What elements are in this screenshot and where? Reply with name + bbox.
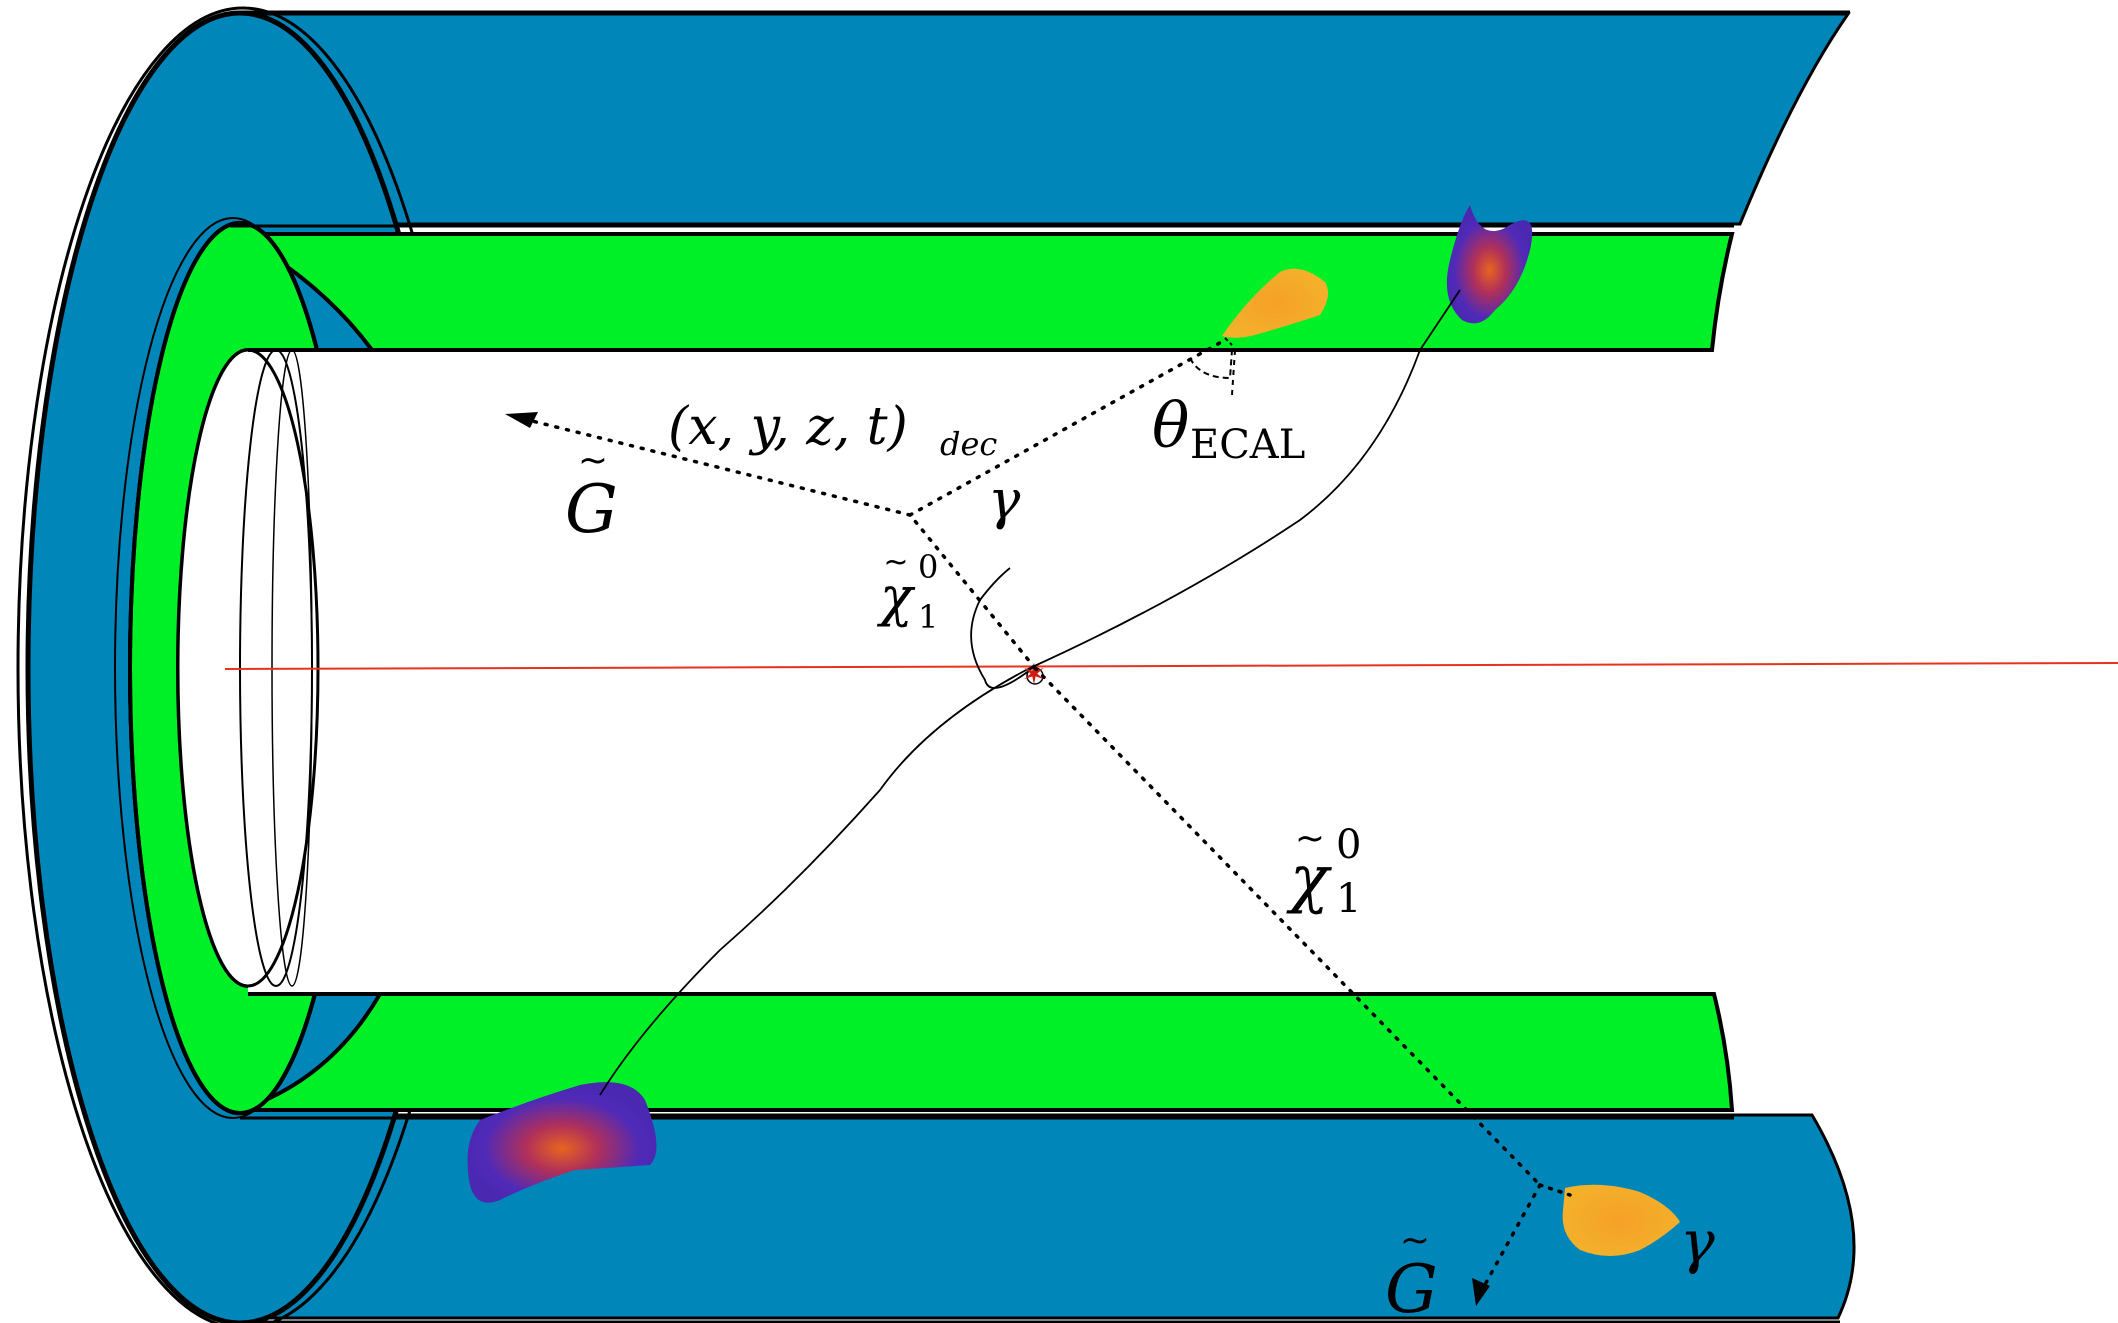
gravitino-label-lower: G ~ xyxy=(1385,1220,1438,1323)
gravitino-label-text: G xyxy=(565,471,618,548)
neutralino-upper-subscript: 1 xyxy=(918,598,938,636)
neutralino-upper-superscript: 0 xyxy=(918,548,938,586)
charged-track-upper xyxy=(1029,289,1461,669)
theta-ecal-label: θ ECAL xyxy=(1152,389,1305,468)
gravitino-upper-arrow xyxy=(505,412,538,428)
ecal-lower-band xyxy=(239,992,1735,1112)
photon-upper-path xyxy=(908,338,1227,517)
hcal-upper-band xyxy=(236,12,1851,226)
beam-axis xyxy=(224,662,2118,670)
theta-symbol: θ xyxy=(1152,389,1189,462)
tilde-icon: ~ xyxy=(578,440,608,481)
neutralino-upper-path xyxy=(908,513,1037,670)
neutralino-label-lower: χ ~ 0 1 xyxy=(1286,818,1361,922)
hadronic-deposit-lower xyxy=(467,1082,657,1203)
tilde-icon: ~ xyxy=(883,545,908,580)
ecal-barrel xyxy=(114,217,1735,1120)
em-deposit-upper xyxy=(1222,268,1329,338)
theta-angle-arc xyxy=(1189,349,1233,380)
decay-vertex-subscript: dec xyxy=(940,425,997,463)
photon-label-upper: γ xyxy=(988,468,1021,531)
gravitino-lower-path xyxy=(1480,1183,1542,1292)
gravitino-lower-text: G xyxy=(1385,1251,1438,1323)
decay-vertex-text: (x, y, z, t) xyxy=(668,397,908,457)
hadronic-deposit-upper xyxy=(1446,205,1533,324)
neutralino-label-upper: χ ~ 0 1 xyxy=(876,545,938,636)
tilde-icon: ~ xyxy=(1400,1220,1430,1261)
charged-track-lower xyxy=(599,667,1031,1096)
neutralino-lower-superscript: 0 xyxy=(1336,822,1361,868)
photon-label-lower: γ xyxy=(1680,1208,1715,1276)
gravitino-upper-path xyxy=(518,416,912,517)
neutralino-lower-symbol: χ xyxy=(1286,842,1332,916)
decay-vertex-label: (x, y, z, t) dec xyxy=(668,397,997,463)
tilde-icon: ~ xyxy=(1295,818,1325,859)
theta-subscript: ECAL xyxy=(1190,422,1305,468)
gravitino-lower-arrow xyxy=(1472,1278,1490,1306)
neutralino-lower-path xyxy=(1033,666,1542,1187)
curling-track xyxy=(970,567,1031,689)
tracks: ✶ xyxy=(505,289,1572,1306)
neutralino-upper-symbol: χ xyxy=(876,565,916,628)
gravitino-label-upper: G ~ xyxy=(565,440,618,548)
neutralino-lower-subscript: 1 xyxy=(1336,876,1361,922)
em-deposit-lower xyxy=(1562,1184,1680,1256)
